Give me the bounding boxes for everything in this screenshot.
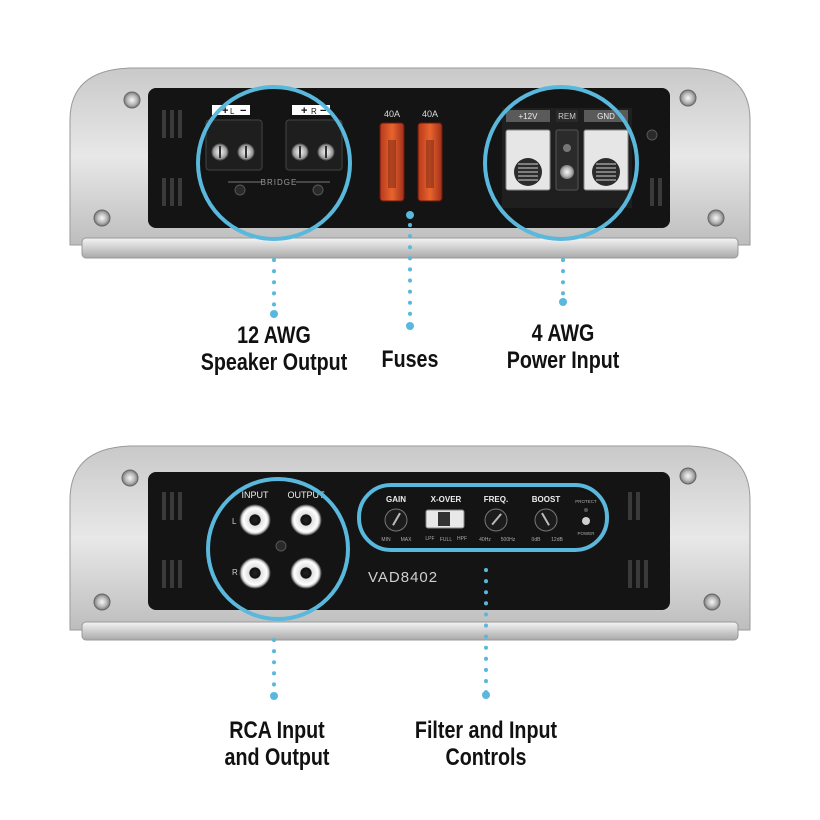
bottom-base-plate bbox=[81, 621, 739, 641]
freq-label: FREQ. bbox=[484, 495, 508, 504]
protect-led bbox=[584, 508, 588, 512]
power-terminal-block: +12V REM GND bbox=[502, 108, 658, 208]
top-amplifier: + L − + R − BRIDGE 40A 40A bbox=[69, 67, 751, 259]
gain-label: GAIN bbox=[386, 495, 406, 504]
svg-text:+: + bbox=[222, 105, 228, 117]
rca-callout-line1: RCA Input bbox=[229, 717, 325, 744]
power-led bbox=[582, 517, 590, 525]
model-number: VAD8402 bbox=[368, 569, 438, 586]
bottom-amplifier: INPUT OUTPUT L R GAIN MIN MAX X-OVER LPF… bbox=[69, 445, 751, 641]
svg-text:−: − bbox=[320, 105, 326, 117]
screw bbox=[679, 467, 697, 485]
power-input-callout: 4 AWG Power Input bbox=[481, 320, 645, 374]
screw bbox=[121, 469, 139, 487]
boost-label: BOOST bbox=[532, 495, 561, 504]
rca-output-left-jack[interactable] bbox=[290, 504, 322, 536]
top-left-vents bbox=[162, 110, 182, 206]
rca-callout-line2: and Output bbox=[224, 744, 330, 771]
controls-block: GAIN MIN MAX X-OVER LPF FULL HPF FREQ. 4… bbox=[381, 495, 597, 543]
bottom-black-panel bbox=[148, 472, 670, 610]
fuses-callout: Fuses bbox=[361, 346, 459, 373]
controls-callout-line2: Controls bbox=[445, 744, 527, 771]
callout-dotted-lines bbox=[272, 223, 565, 696]
boost-max-label: 12dB bbox=[551, 537, 563, 543]
rca-left-label: L bbox=[232, 517, 237, 526]
rca-callout: RCA Input and Output bbox=[195, 717, 359, 771]
svg-text:+: + bbox=[301, 105, 307, 117]
screw bbox=[123, 91, 141, 109]
callout-highlights bbox=[196, 85, 639, 621]
fuses-callout-line1: Fuses bbox=[381, 346, 439, 373]
bottom-screws bbox=[93, 467, 721, 611]
screw bbox=[707, 209, 725, 227]
rca-input-label: INPUT bbox=[242, 490, 270, 500]
boost-min-label: 0dB bbox=[532, 537, 542, 543]
xover-option-full: FULL bbox=[440, 537, 452, 543]
screw bbox=[679, 89, 697, 107]
positive-12v-label: +12V bbox=[519, 112, 539, 121]
rca-block: INPUT OUTPUT L R bbox=[232, 490, 326, 589]
screw bbox=[93, 209, 111, 227]
right-speaker-terminal[interactable] bbox=[285, 119, 343, 171]
xover-label: X-OVER bbox=[431, 495, 462, 504]
rca-highlight-circle bbox=[206, 477, 350, 621]
screw bbox=[93, 593, 111, 611]
remote-terminal[interactable] bbox=[555, 129, 579, 191]
xover-option-hpf: HPF bbox=[457, 536, 467, 542]
rca-right-label: R bbox=[232, 568, 238, 577]
rca-output-right-jack[interactable] bbox=[290, 557, 322, 589]
left-channel-label: L bbox=[230, 107, 235, 116]
speaker-output-callout: 12 AWG Speaker Output bbox=[192, 322, 356, 376]
screw bbox=[703, 593, 721, 611]
controls-callout: Filter and Input Controls bbox=[392, 717, 581, 771]
controls-highlight-box bbox=[357, 483, 609, 552]
rca-output-label: OUTPUT bbox=[288, 490, 326, 500]
power-input-highlight-circle bbox=[483, 85, 639, 241]
freq-max-label: 500Hz bbox=[501, 537, 516, 543]
gain-min-label: MIN bbox=[381, 537, 391, 543]
xover-option-lpf: LPF bbox=[425, 536, 434, 542]
protect-label: PROTECT bbox=[575, 499, 597, 504]
bridge-label: BRIDGE bbox=[261, 178, 298, 187]
left-speaker-terminal[interactable] bbox=[205, 119, 263, 171]
top-screws bbox=[93, 89, 725, 227]
fuse-block: 40A 40A bbox=[379, 109, 443, 202]
freq-min-label: 40Hz bbox=[479, 537, 491, 543]
speaker-output-callout-line1: 12 AWG bbox=[237, 322, 311, 349]
bottom-left-vents bbox=[162, 492, 182, 588]
power-label: POWER bbox=[577, 531, 595, 536]
power-input-callout-line1: 4 AWG bbox=[531, 320, 595, 347]
callout-dot-ends bbox=[270, 211, 567, 700]
power-input-callout-line2: Power Input bbox=[506, 347, 620, 374]
rca-input-right-jack[interactable] bbox=[239, 557, 271, 589]
right-channel-label: R bbox=[311, 107, 317, 116]
gain-max-label: MAX bbox=[401, 537, 413, 543]
bottom-right-vents bbox=[628, 492, 648, 588]
top-right-vents bbox=[650, 178, 662, 206]
fuse-rating-label: 40A bbox=[422, 109, 438, 119]
speaker-terminal-block: + L − + R − BRIDGE bbox=[205, 105, 343, 196]
remote-label: REM bbox=[558, 112, 576, 121]
controls-callout-line1: Filter and Input bbox=[414, 717, 558, 744]
svg-text:−: − bbox=[240, 105, 246, 117]
rca-input-left-jack[interactable] bbox=[239, 504, 271, 536]
speaker-output-highlight-circle bbox=[196, 85, 352, 241]
fuse-rating-label: 40A bbox=[384, 109, 400, 119]
ground-label: GND bbox=[597, 112, 615, 121]
speaker-output-callout-line2: Speaker Output bbox=[200, 349, 348, 376]
